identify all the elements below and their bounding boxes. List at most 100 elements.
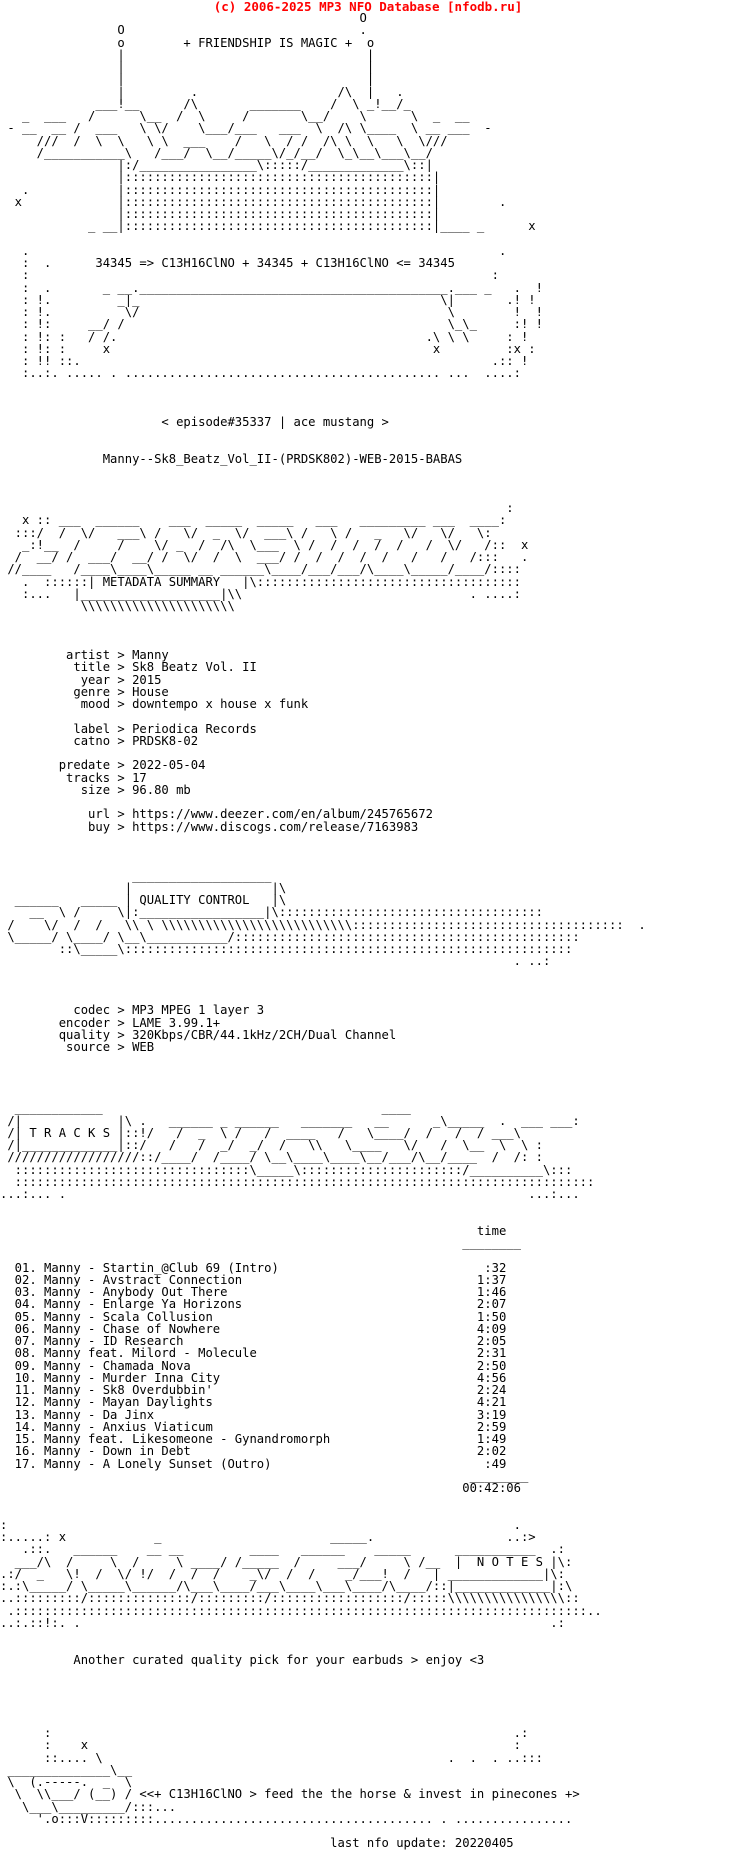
nfo-line: encoder > LAME 3.99.1+ xyxy=(0,1015,221,1030)
nfo-line: 17. Manny - A Lonely Sunset (Outro) :49 xyxy=(0,1456,507,1471)
nfo-line: url > https://www.deezer.com/en/album/24… xyxy=(0,807,433,822)
nfo-line: | | xyxy=(0,72,375,87)
nfo-line: o + FRIENDSHIP IS MAGIC + o xyxy=(0,35,375,50)
nfo-line: /___________\ /___/ \__/_____\/_/__/ \_\… xyxy=(0,145,433,160)
nfo-line: ________ xyxy=(0,1468,529,1483)
nfo-line: : !. \/ \ ! ! xyxy=(0,305,543,319)
nfo-line: '.o:::V:::::::::........................… xyxy=(0,1811,573,1826)
nfo-line: genre > House xyxy=(0,684,169,699)
nfo-line: quality > 320Kbps/CBR/44.1kHz/2CH/Dual C… xyxy=(0,1027,397,1042)
nfo-line: : . _ __._______________________________… xyxy=(0,280,543,295)
nfo-line: /| T R A C K S |::!/ / _ \ / / ____ / \_… xyxy=(0,1125,521,1140)
nfo-line: label > Periodica Records xyxy=(0,721,257,736)
nfo-line: _ ___ / \__ / \ / \__/ \ \ _ __ xyxy=(0,109,470,123)
nfo-line: | |\ xyxy=(0,880,287,895)
nfo-line: Another curated quality pick for your ea… xyxy=(0,1652,485,1667)
nfo-line: source > WEB xyxy=(0,1040,155,1054)
nfo-line: 00:42:06 xyxy=(0,1481,521,1495)
nfo-line: tracks > 17 xyxy=(0,770,147,785)
nfo-line: _ __|:::::::::::::::::::::::::::::::::::… xyxy=(0,219,536,234)
nfo-line: 14. Manny - Anxius Viaticum 2:59 xyxy=(0,1419,507,1434)
nfo-line: . ..: xyxy=(0,954,551,969)
nfo-line: |:::::::::::::::::::::::::::::::::::::::… xyxy=(0,207,441,221)
nfo-line: :.:\_____/ \_____\______/\___\____/___\_… xyxy=(0,1579,573,1593)
nfo-line: :... |___________________|\\ . ....: xyxy=(0,586,521,601)
nfo-line: ___________________ xyxy=(0,868,272,883)
nfo-line: | . /\ | . xyxy=(0,84,404,99)
nfo-line: < episode#35337 | ace mustang > xyxy=(0,415,389,430)
nfo-line: x :: ___ ______ ___ _____ _____ ___ ____… xyxy=(0,513,507,528)
nfo-line: . . xyxy=(0,243,507,258)
nfo-line: 06. Manny - Chase of Nowhere 4:09 xyxy=(0,1321,507,1336)
nfo-line: mood > downtempo x house x funk xyxy=(0,697,309,711)
nfo-line: .:::::::::::::::::::::::::::::::::::::::… xyxy=(0,1603,602,1618)
nfo-line: 10. Manny - Murder Inna City 4:56 xyxy=(0,1370,507,1385)
nfo-line: catno > PRDSK8-02 xyxy=(0,733,199,748)
nfo-line: : xyxy=(0,501,514,515)
nfo-line: / __/ / ___/ __/ / \/ / \ ___/ / / / / /… xyxy=(0,550,529,564)
nfo-line: ______ _____ | QUALITY CONTROL |\ xyxy=(0,893,287,907)
nfo-line: //////////////////::/____/ /____/ \__\__… xyxy=(0,1150,543,1165)
nfo-line: codec > MP3 MPEG 1 layer 3 xyxy=(0,1003,265,1018)
nfo-line: time xyxy=(0,1223,507,1238)
nfo-line: 02. Manny - Avstract Connection 1:37 xyxy=(0,1272,507,1287)
nfo-line: .:/ _ \! / \/ !/ / / / _\/ / / _/___! / … xyxy=(0,1566,565,1581)
nfo-line: : !: : / /. .\ \ \ : ! xyxy=(0,329,529,344)
nfo-line: : . xyxy=(0,1517,521,1532)
nfo-line: 16. Manny - Down in Debt 2:02 xyxy=(0,1444,507,1459)
nfo-line: Manny--Sk8_Beatz_Vol_II-(PRDSK802)-WEB-2… xyxy=(0,452,463,466)
nfo-line: ________ xyxy=(0,1236,521,1250)
nfo-line: : !: : x x :x : xyxy=(0,341,536,356)
nfo-line: : !. _|_ \| .! ! xyxy=(0,292,536,307)
nfo-line: |:/________________\:::::/_____________\… xyxy=(0,158,433,172)
nfo-line: ..:.::!:. . .: xyxy=(0,1615,565,1630)
nfo-line: ::::::::::::::::::::::::::::::::::::::::… xyxy=(0,1174,595,1189)
nfo-line: 05. Manny - Scala Collusion 1:50 xyxy=(0,1309,507,1324)
nfo-line: size > 96.80 mb xyxy=(0,782,191,797)
nfo-line: : !! ::. .:: ! xyxy=(0,354,529,368)
nfo-line: | | xyxy=(0,47,375,62)
nfo-line: - __ __ / ___ \ \/ \___/___ ___ \ /\ \__… xyxy=(0,121,492,136)
nfo-line: 01. Manny - Startin_@Club 69 (Intro) :32 xyxy=(0,1260,507,1275)
nfo-line: 08. Manny feat. Milord - Molecule 2:31 xyxy=(0,1346,507,1361)
nfo-line: O . xyxy=(0,23,367,38)
nfo-line: .::. ______ __ __ ____ ______ _____ ____… xyxy=(0,1542,565,1557)
nfo-line: . |:::::::::::::::::::::::::::::::::::::… xyxy=(0,182,441,197)
nfo-line: ____________ ____ xyxy=(0,1101,411,1116)
nfo-line: | | xyxy=(0,60,375,74)
nfo-line: 09. Manny - Chamada Nova 2:50 xyxy=(0,1358,507,1373)
nfo-line: / \/ / / \\ \ \\\\\\\\\\\\\\\\\\\\\\\\\\… xyxy=(0,917,646,932)
nfo-line: year > 2015 xyxy=(0,672,162,687)
nfo-line: title > Sk8 Beatz Vol. II xyxy=(0,660,257,675)
nfo-line: artist > Manny xyxy=(0,648,169,662)
nfo-line: ::::::::::::::::::::::::::::::::\_____\:… xyxy=(0,1162,573,1177)
nfo-line: . ::::::| METADATA SUMMARY |\:::::::::::… xyxy=(0,574,521,589)
nfo-line: 13. Manny - Da Jinx 3:19 xyxy=(0,1407,507,1422)
nfo-line: : : xyxy=(0,268,499,283)
nfo-line: ...:... . ...:... xyxy=(0,1187,580,1201)
nfo-line: /| |\ . ______ _ ______ _______ __ _\___… xyxy=(0,1113,580,1128)
nfo-line: :..:. ..... . ..........................… xyxy=(0,366,521,381)
nfo-line: ..:::::::::/::::::::::::::/:::::::::/:::… xyxy=(0,1591,580,1606)
nfo-line: \\\\\\\\\\\\\\\\\\\\\ xyxy=(0,599,235,613)
nfo-line: \_____/ \____/ \__\___________/:::::::::… xyxy=(0,929,580,944)
nfo-line: buy > https://www.discogs.com/release/71… xyxy=(0,819,419,834)
nfo-line: //____ /____\____\_____ __ ______\____/_… xyxy=(0,562,521,577)
nfo-line: 12. Manny - Mayan Daylights 4:21 xyxy=(0,1395,507,1410)
nfo-text-body: O O . o + FRIENDSHIP IS MAGIC + o | | | xyxy=(0,12,646,1850)
nfo-line: 04. Manny - Enlarge Ya Horizons 2:07 xyxy=(0,1297,507,1312)
nfo-line: predate > 2022-05-04 xyxy=(0,758,206,773)
nfo-line: /|_____________|::/ / / _/ _/ / \\ \____… xyxy=(0,1138,543,1152)
nfo-line: last nfo update: 20220405 xyxy=(0,1836,514,1850)
nfo-line: |:::::::::::::::::::::::::::::::::::::::… xyxy=(0,170,441,185)
nfo-line: :::/ / \/ ___\ / \/ _ \/ ___\ / \ / _ \/… xyxy=(0,525,492,540)
nfo-line: 15. Manny feat. Likesomeone - Gynandromo… xyxy=(0,1432,507,1446)
nfo-line: O xyxy=(0,11,367,25)
nfo-line: : . 34345 => C13H16ClNO + 34345 + C13H16… xyxy=(0,256,455,270)
nfo-line: x |:::::::::::::::::::::::::::::::::::::… xyxy=(0,194,507,209)
nfo-line: ___!__ /\ _______ / \ _!__/_ xyxy=(0,96,411,111)
nfo-line: ___/\ / \ / \ ____/ /_____ / ___/ \ /__ … xyxy=(0,1554,573,1569)
nfo-line: : !: __/ / \_\_ :! ! xyxy=(0,317,543,332)
nfo-line: :.....: x _ _____. ..:> xyxy=(0,1530,536,1544)
nfodb-copyright-header: (c) 2006-2025 MP3 NFO Database [nfodb.ru… xyxy=(213,0,523,14)
